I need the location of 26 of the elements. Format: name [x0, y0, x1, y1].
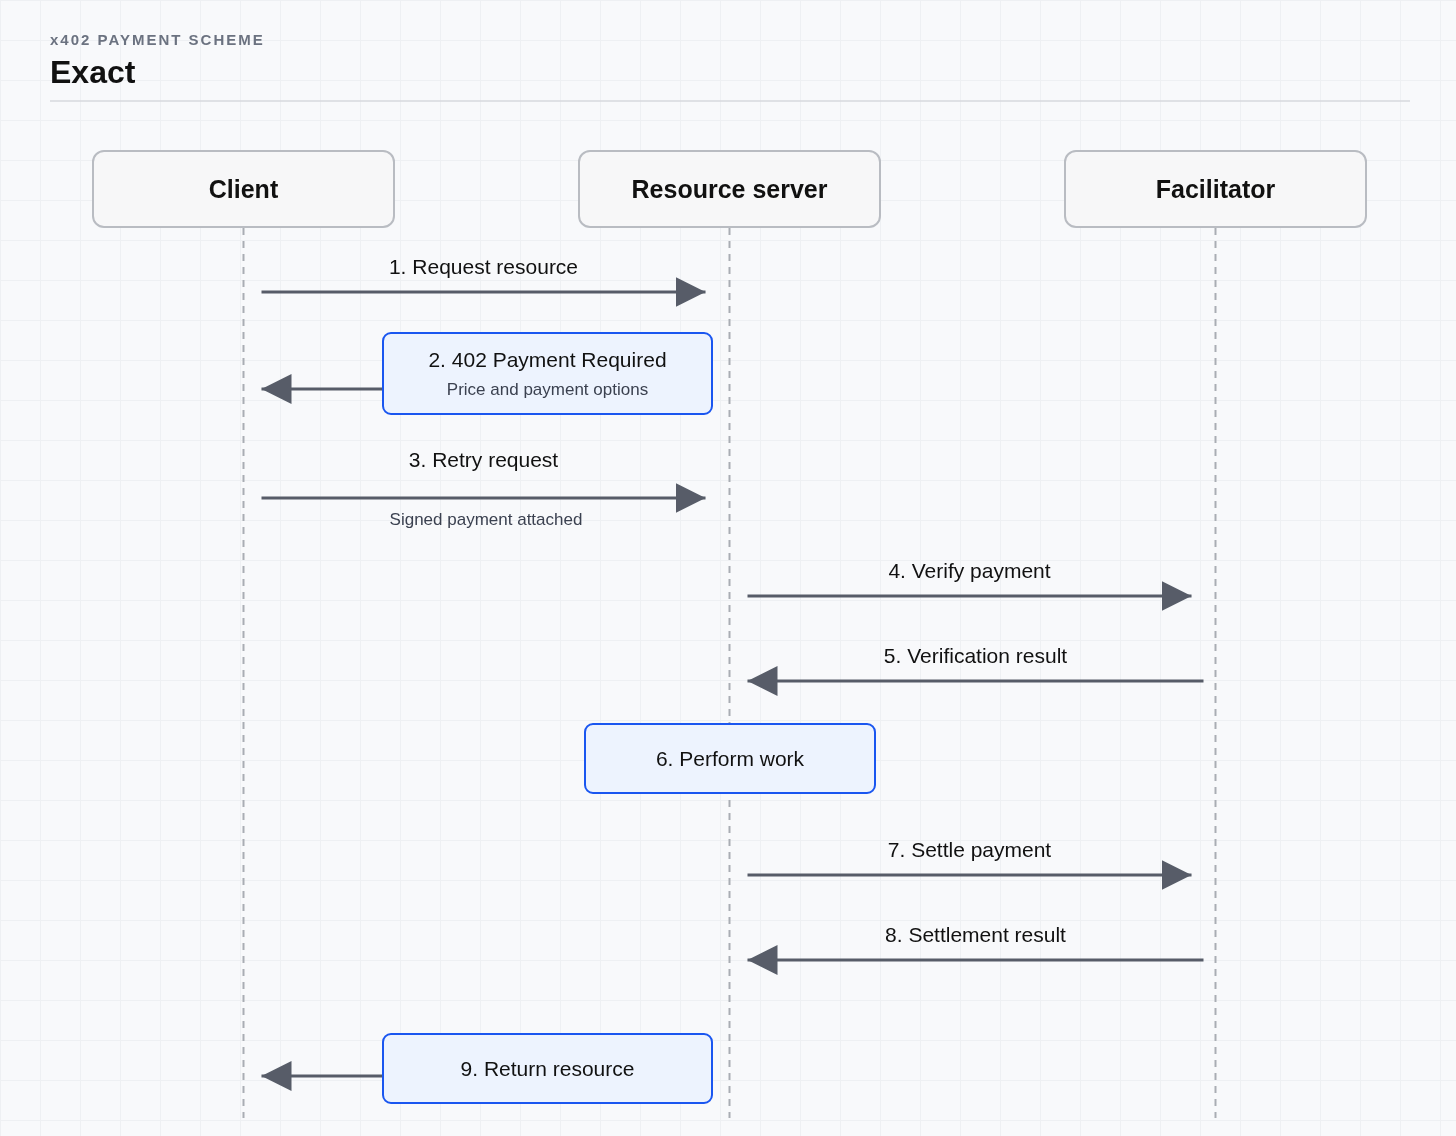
arrow — [747, 581, 1192, 611]
edge-label: 1. Request resource — [388, 255, 579, 279]
step-note: Price and payment options — [446, 379, 649, 400]
step-title: 2. 402 Payment Required — [428, 347, 667, 372]
kicker-text: x402 PAYMENT SCHEME — [50, 31, 265, 48]
arrow — [747, 860, 1192, 890]
note-text: Signed payment attached — [389, 510, 583, 530]
arrow — [261, 483, 706, 513]
step-box — [382, 332, 713, 415]
edge-label: 7. Settle payment — [887, 838, 1052, 862]
title: Exact — [50, 54, 136, 91]
participant-name: Client — [208, 174, 279, 204]
participant-name: Facilitator — [1155, 174, 1276, 204]
arrow — [261, 277, 706, 307]
edge-label: 5. Verification result — [883, 644, 1068, 668]
edge-label: 3. Retry request — [408, 448, 559, 472]
arrow — [261, 1061, 382, 1091]
step-box — [382, 1033, 713, 1104]
edge-label: 4. Verify payment — [888, 559, 1051, 583]
step-title: 6. Perform work — [655, 746, 805, 771]
participant-name: Resource server — [631, 174, 828, 204]
arrow — [747, 945, 1204, 975]
arrow — [747, 666, 1204, 696]
edge-label: 8. Settlement result — [885, 923, 1066, 947]
arrow — [261, 374, 382, 404]
step-title: 9. Return resource — [460, 1056, 635, 1081]
